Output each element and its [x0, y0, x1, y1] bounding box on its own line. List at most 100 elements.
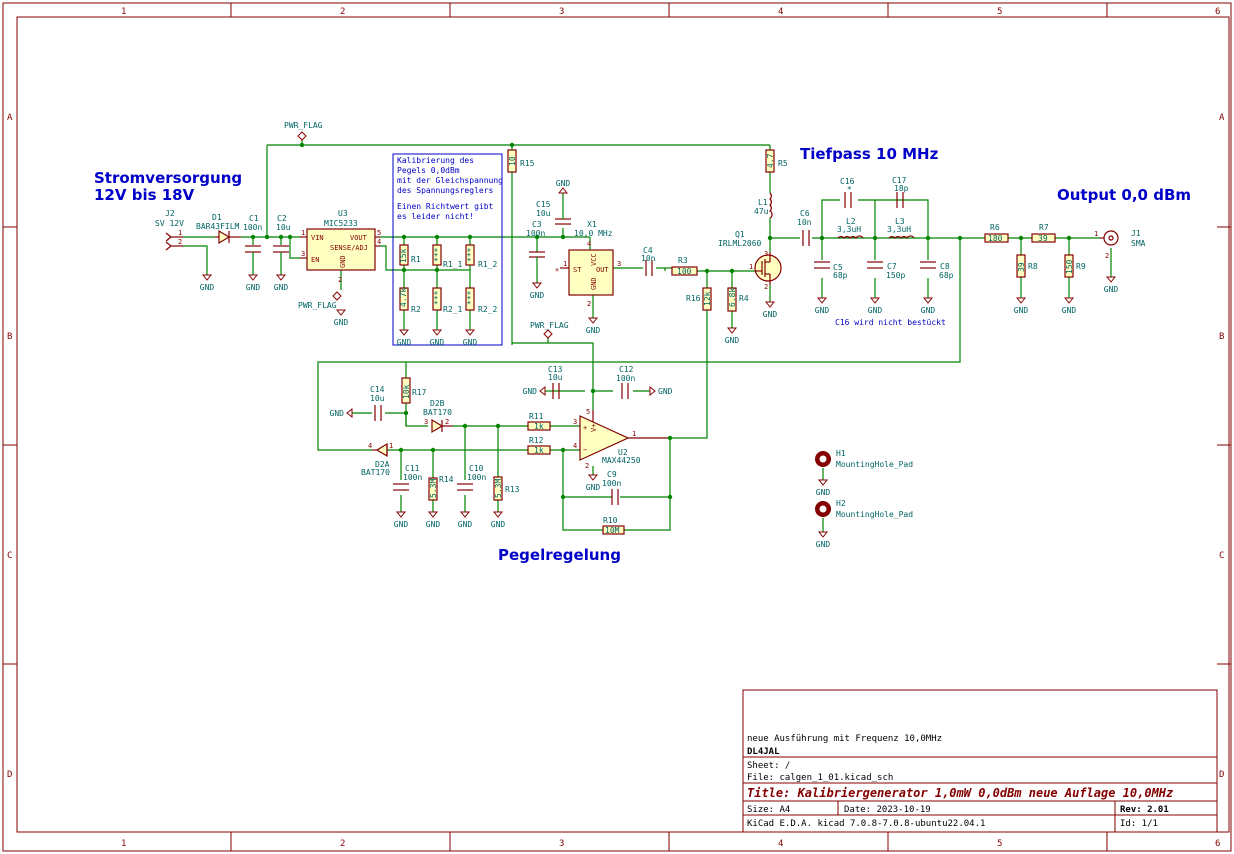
c10-ref: C10 — [469, 464, 484, 473]
junctions — [250, 142, 1072, 500]
svg-text:2: 2 — [585, 462, 589, 470]
gnd-label: GND — [816, 488, 831, 497]
gnd-label: GND — [1062, 306, 1077, 315]
tb-date: Date: 2023-10-19 — [844, 805, 931, 815]
pwr-flag-opamp: PWR_FLAG — [530, 321, 569, 339]
resistor-r17: 10k R17 — [401, 377, 427, 404]
gnd-label: GND — [725, 336, 740, 345]
diode-d2b: 3 2 D2B BAT170 — [423, 399, 453, 434]
c5-ref: C5 — [833, 263, 843, 272]
row-label-d: D — [7, 770, 12, 780]
q1-value: IRLML2060 — [718, 239, 762, 248]
r17-value: 10k — [402, 384, 411, 399]
tb-sheet: Sheet: / — [747, 761, 790, 771]
u3-ref: U3 — [338, 209, 348, 218]
svg-text:3: 3 — [301, 250, 305, 258]
c11-ref: C11 — [405, 464, 420, 473]
gnd-symbol: GND — [868, 297, 882, 315]
resistor-r8: 39 R8 — [1016, 254, 1038, 278]
gnd-symbol: GND — [556, 179, 571, 194]
c12-ref: C12 — [619, 365, 634, 374]
h2-value: MountingHole_Pad — [836, 510, 913, 519]
c17-value: 18p — [894, 184, 909, 193]
gnd-symbol: GND — [586, 474, 601, 492]
r4-ref: R4 — [739, 294, 749, 303]
gnd-label: GND — [523, 387, 538, 396]
r9-value: 150 — [1065, 259, 1074, 274]
resistor-r3: 100 R3 — [664, 256, 698, 276]
resistor-r2: 4.7k R2 — [399, 287, 421, 314]
gnd-label: GND — [426, 520, 441, 529]
col-label-2: 2 — [340, 7, 345, 17]
svg-text:2: 2 — [764, 283, 768, 291]
col-label-6: 6 — [1215, 7, 1220, 17]
u3-pin-vin: VIN — [311, 234, 324, 242]
r4-value: 6.8k — [728, 288, 737, 307]
r17-ref: R17 — [412, 388, 427, 397]
x1-pin-out: OUT — [596, 266, 609, 274]
wires — [183, 140, 1112, 532]
gnd-symbol: GND — [330, 407, 353, 419]
col-label-5-bottom: 5 — [997, 839, 1002, 849]
c4-ref: C4 — [643, 246, 653, 255]
r2-1-value: *** — [433, 290, 442, 305]
c6-ref: C6 — [800, 209, 810, 218]
gnd-symbol: GND — [1014, 297, 1028, 315]
gnd-label: GND — [334, 318, 349, 327]
r12-value: 1k — [534, 446, 544, 455]
col-label-3: 3 — [559, 7, 564, 17]
capacitor-c11: C11 100n — [393, 464, 422, 491]
c7-ref: C7 — [887, 262, 897, 271]
r2-2-ref: R2_2 — [478, 305, 497, 314]
inductor-l3: L3 3,3uH — [887, 217, 915, 240]
pwr-flag-top-label: PWR_FLAG — [284, 121, 323, 130]
resistor-r2-1: *** R2_1 — [432, 287, 462, 314]
col-label-4-bottom: 4 — [778, 839, 783, 849]
r9-ref: R9 — [1076, 262, 1086, 271]
x1-ref: X1 — [587, 220, 597, 229]
u3-value: MIC5233 — [324, 219, 358, 228]
u3-pin-en: EN — [311, 256, 319, 264]
row-label-a: A — [7, 113, 13, 123]
svg-text:5: 5 — [586, 408, 590, 416]
resistor-r6: 180 R6 — [984, 223, 1009, 243]
calibration-note-line-1: Kalibrierung des — [397, 156, 474, 165]
gnd-label: GND — [586, 483, 601, 492]
svg-text:4: 4 — [573, 442, 577, 450]
c6-value: 10n — [797, 218, 812, 227]
gnd-symbol: GND — [394, 511, 408, 529]
d1-value: BAR43FILM — [196, 222, 240, 231]
x1-value: 10,0 MHz — [574, 229, 613, 238]
r3-ref: R3 — [678, 256, 688, 265]
gnd-label: GND — [530, 291, 545, 300]
resistor-r16: 12k R16 — [686, 287, 712, 311]
resistor-r11: 1k R11 — [527, 412, 551, 431]
calibration-note-line-3: mit der Gleichspannung — [397, 176, 503, 185]
gnd-label: GND — [556, 179, 571, 188]
calibration-note-line-4: des Spannungsreglers — [397, 186, 494, 195]
r11-ref: R11 — [529, 412, 544, 421]
gnd-label: GND — [1104, 285, 1119, 294]
d2a-value: BAT170 — [361, 468, 390, 477]
gnd-symbol: GND — [458, 511, 473, 529]
u3-pin-sense: SENSE/ADJ — [330, 244, 368, 252]
gnd-label: GND — [658, 387, 673, 396]
r5-value: 4.7 — [766, 153, 775, 168]
gnd-label: GND — [815, 306, 830, 315]
gnd-label: GND — [200, 283, 215, 292]
gnd-symbol: GND — [274, 274, 288, 292]
c16-value: * — [847, 185, 852, 194]
svg-text:1: 1 — [389, 442, 393, 450]
capacitor-c7: C7 150p — [867, 261, 905, 280]
c13-ref: C13 — [548, 365, 563, 374]
svg-text:1: 1 — [632, 430, 636, 438]
c2-ref: C2 — [277, 214, 287, 223]
heading-voltage-range: 12V bis 18V — [94, 186, 195, 204]
gnd-label: GND — [458, 520, 473, 529]
j1-value: SMA — [1131, 239, 1146, 248]
c1-value: 100n — [243, 223, 262, 232]
sma-connector-j1: 1 2 J1 SMA — [1094, 229, 1146, 260]
gnd-symbol: GND — [430, 329, 444, 347]
